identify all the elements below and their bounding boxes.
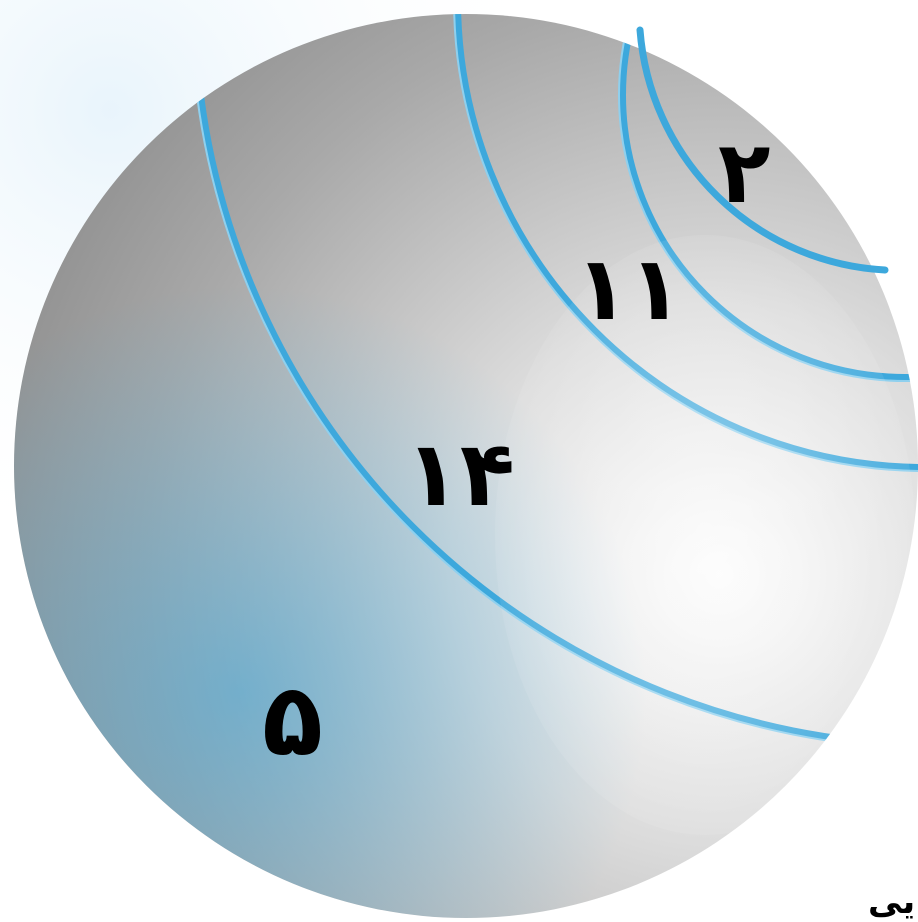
ring-label-2: ۲	[718, 130, 771, 216]
ring-label-14: ۱۴	[405, 430, 515, 520]
ring-label-11: ۱۱	[575, 245, 682, 333]
caption-text: ایی	[868, 885, 918, 919]
ring-label-5: ۵	[262, 670, 323, 770]
